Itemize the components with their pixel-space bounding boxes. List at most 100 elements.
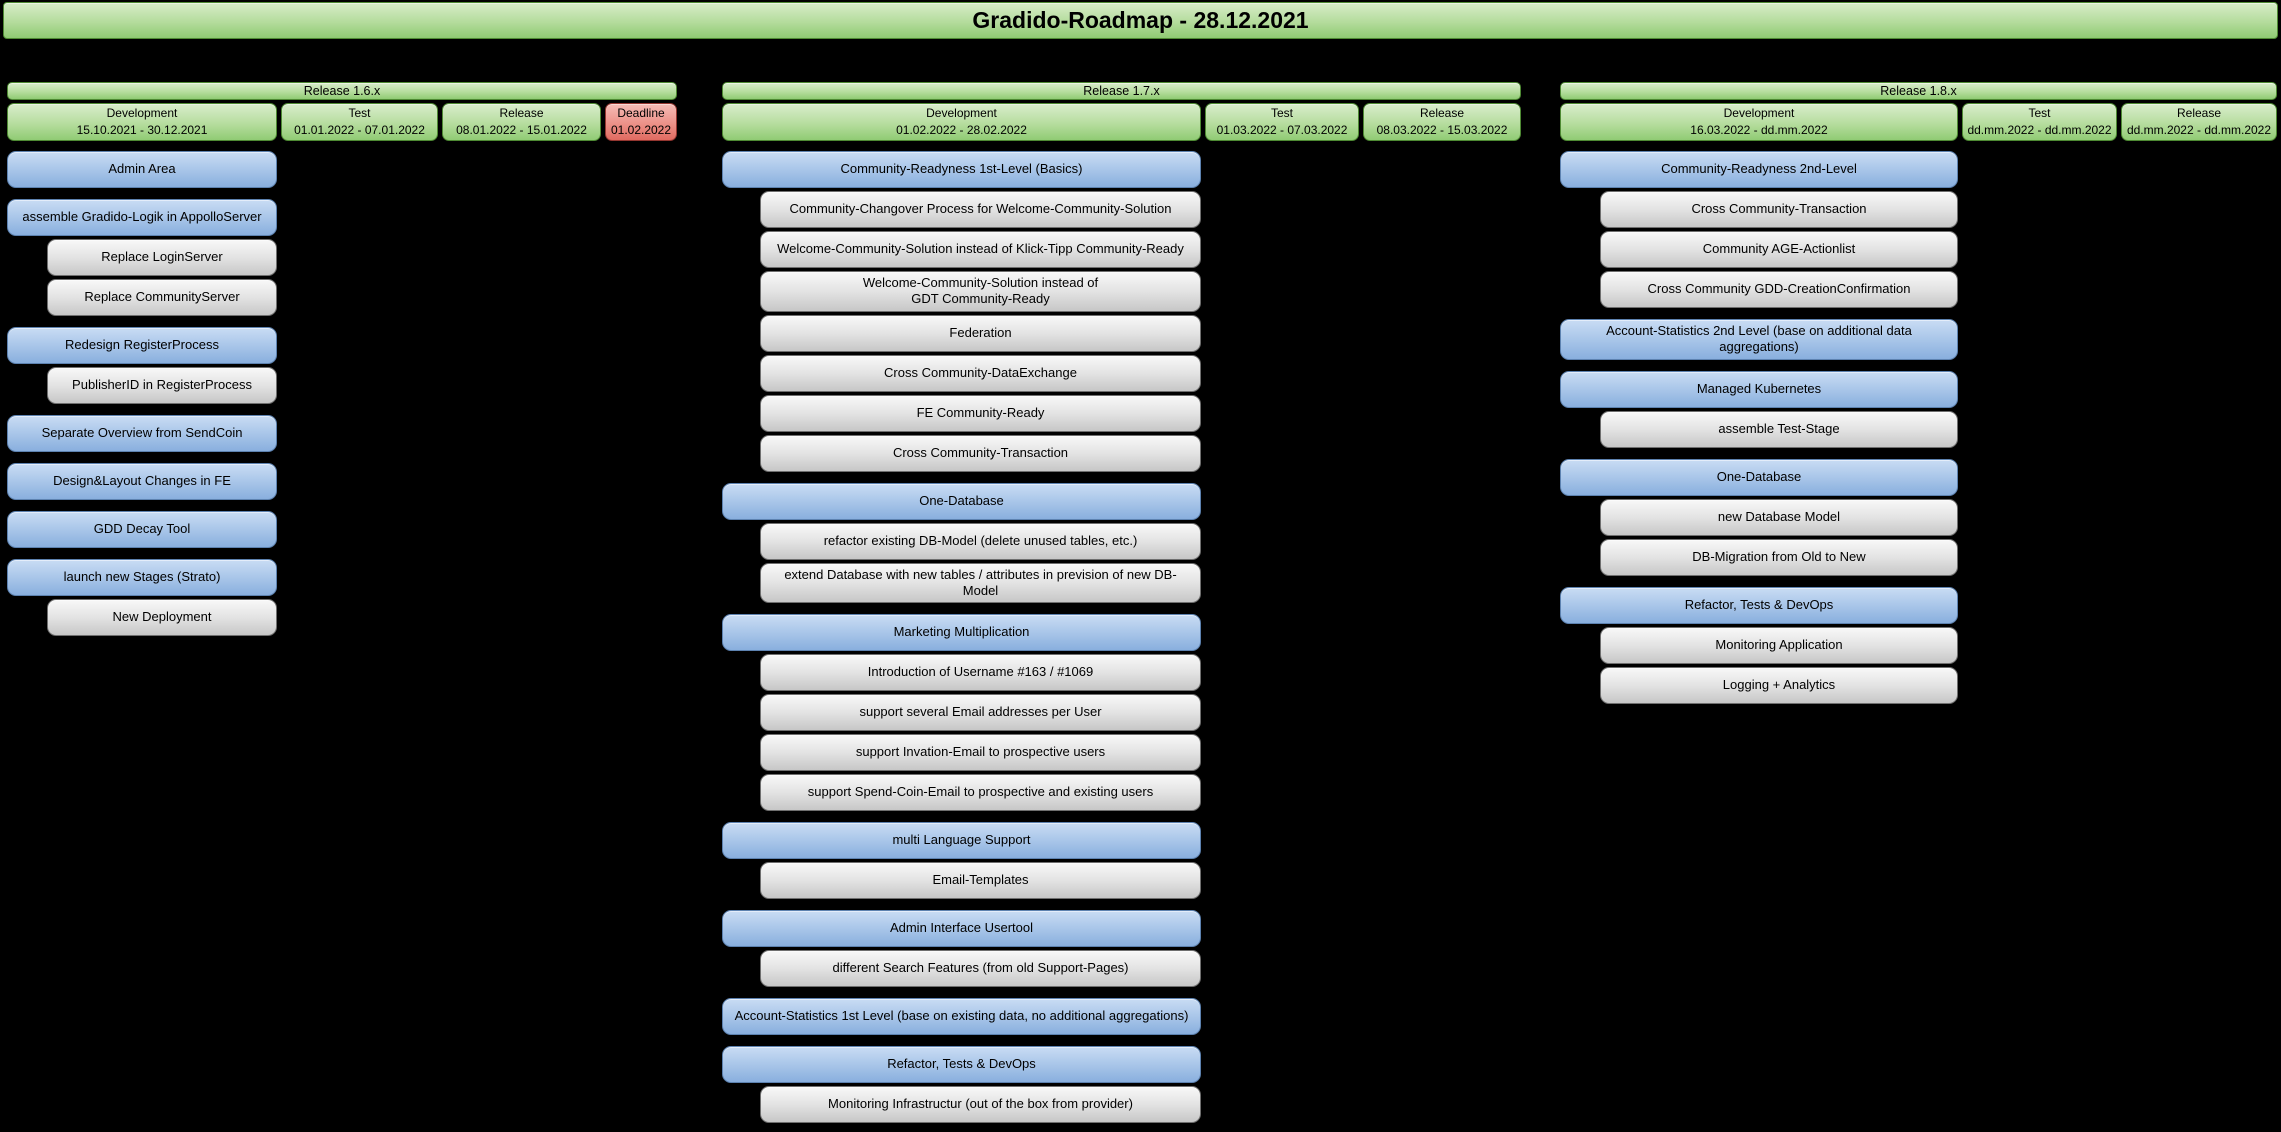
task-main: Refactor, Tests & DevOps — [722, 1046, 1201, 1083]
phase-label: Deadline — [617, 106, 665, 121]
page-title: Gradido-Roadmap - 28.12.2021 — [972, 7, 1309, 33]
task-sub: Replace LoginServer — [47, 239, 277, 276]
task-main: Account-Statistics 1st Level (base on ex… — [722, 998, 1201, 1035]
phase-dates: dd.mm.2022 - dd.mm.2022 — [2126, 123, 2272, 137]
task-main: GDD Decay Tool — [7, 511, 277, 548]
task-sub: support Invation-Email to prospective us… — [760, 734, 1201, 771]
task-group: Design&Layout Changes in FE — [7, 463, 677, 500]
phase-label: Development — [106, 106, 178, 121]
release-title-bar: Release 1.8.x — [1560, 82, 2277, 100]
task-main: Community-Readyness 1st-Level (Basics) — [722, 151, 1201, 188]
task-sub: different Search Features (from old Supp… — [760, 950, 1201, 987]
title-bar: Gradido-Roadmap - 28.12.2021 — [3, 2, 2278, 39]
task-sub: FE Community-Ready — [760, 394, 1201, 432]
phase-dates: 01.02.2022 — [610, 123, 672, 137]
phase-dates: 01.02.2022 - 28.02.2022 — [896, 123, 1027, 137]
task-main: Community-Readyness 2nd-Level — [1560, 151, 1958, 188]
phase-dates: 15.10.2021 - 30.12.2021 — [76, 123, 208, 137]
task-sub: Logging + Analytics — [1600, 666, 1958, 704]
task-sub: Replace CommunityServer — [47, 279, 277, 316]
task-sub: Welcome-Community-Solution instead of GD… — [760, 271, 1201, 312]
task-list: Community-Readyness 1st-Level (Basics)Co… — [722, 151, 1521, 1123]
task-sub: Email-Templates — [760, 862, 1201, 899]
task-group: GDD Decay Tool — [7, 511, 677, 548]
task-sub: support Spend-Coin-Email to prospective … — [760, 774, 1201, 811]
phase-label: Release — [499, 106, 544, 121]
task-main: Admin Interface Usertool — [722, 910, 1201, 947]
phase-box-development: Development 15.10.2021 - 30.12.2021 — [7, 103, 277, 141]
phase-row: Development 16.03.2022 - dd.mm.2022 Test dd… — [1560, 103, 2277, 141]
task-main: Managed Kubernetes — [1560, 370, 1958, 408]
task-main: Design&Layout Changes in FE — [7, 463, 277, 500]
phase-box-test: Test 01.03.2022 - 07.03.2022 — [1205, 103, 1359, 141]
task-group: Account-Statistics 2nd Level (base on ad… — [1560, 319, 2277, 360]
task-main: assemble Gradido-Logik in AppolloServer — [7, 199, 277, 236]
phase-box-release: Release dd.mm.2022 - dd.mm.2022 — [2121, 103, 2277, 141]
task-list: Admin Area assemble Gradido-Logik in Appo… — [7, 151, 677, 636]
task-group: launch new Stages (Strato)New Deployment — [7, 559, 677, 636]
phase-label: Development — [1723, 106, 1795, 121]
phase-dates: 01.03.2022 - 07.03.2022 — [1216, 123, 1348, 137]
task-sub: support several Email addresses per User — [760, 694, 1201, 731]
release-title-bar: Release 1.6.x — [7, 82, 677, 100]
phase-dates: 01.01.2022 - 07.01.2022 — [294, 123, 425, 137]
task-sub: Welcome-Community-Solution instead of Kl… — [760, 231, 1201, 268]
task-main: One-Database — [1560, 458, 1958, 496]
task-group: Account-Statistics 1st Level (base on ex… — [722, 998, 1521, 1035]
phase-box-test: Test dd.mm.2022 - dd.mm.2022 — [1962, 103, 2117, 141]
task-sub: refactor existing DB-Model (delete unuse… — [760, 522, 1201, 560]
task-main: Separate Overview from SendCoin — [7, 415, 277, 452]
task-group: Community-Readyness 1st-Level (Basics)Co… — [722, 151, 1521, 472]
phase-box-deadline: Deadline 01.02.2022 — [605, 103, 677, 141]
task-sub: Cross Community-DataExchange — [760, 354, 1201, 392]
phase-label: Release — [1419, 106, 1465, 121]
phase-label: Development — [926, 106, 997, 121]
phase-box-release: Release 08.03.2022 - 15.03.2022 — [1363, 103, 1521, 141]
task-sub: Cross Community-Transaction — [760, 434, 1201, 472]
task-sub: Monitoring Application — [1600, 626, 1958, 664]
phase-dates: 08.01.2022 - 15.01.2022 — [456, 123, 587, 137]
task-group: Admin Area — [7, 151, 677, 188]
task-sub: Federation — [760, 314, 1201, 352]
phase-dates: 08.03.2022 - 15.03.2022 — [1376, 123, 1508, 137]
task-sub: Cross Community GDD-CreationConfirmation — [1600, 271, 1958, 308]
task-main: multi Language Support — [722, 822, 1201, 859]
task-sub: Introduction of Username #163 / #1069 — [760, 654, 1201, 691]
phase-label: Test — [2028, 106, 2051, 121]
phase-box-development: Development 01.02.2022 - 28.02.2022 — [722, 103, 1201, 141]
task-sub: Cross Community-Transaction — [1600, 191, 1958, 228]
task-sub: PublisherID in RegisterProcess — [47, 367, 277, 404]
task-sub: Monitoring Infrastructur (out of the box… — [760, 1086, 1201, 1123]
task-main: Redesign RegisterProcess — [7, 327, 277, 364]
task-sub: Community-Changover Process for Welcome-… — [760, 191, 1201, 228]
task-sub: new Database Model — [1600, 498, 1958, 536]
phase-label: Release — [2176, 106, 2222, 121]
task-main: Account-Statistics 2nd Level (base on ad… — [1560, 319, 1958, 360]
phase-dates: 16.03.2022 - dd.mm.2022 — [1690, 123, 1828, 137]
task-main: Marketing Multiplication — [722, 614, 1201, 651]
task-sub: assemble Test-Stage — [1600, 410, 1958, 448]
phase-box-release: Release 08.01.2022 - 15.01.2022 — [442, 103, 601, 141]
release-title-bar: Release 1.7.x — [722, 82, 1521, 100]
task-sub: extend Database with new tables / attrib… — [760, 562, 1201, 603]
phase-dates: dd.mm.2022 - dd.mm.2022 — [1967, 123, 2112, 137]
phase-label: Test — [1270, 106, 1293, 121]
phase-row: Development 01.02.2022 - 28.02.2022 Test 01… — [722, 103, 1521, 141]
